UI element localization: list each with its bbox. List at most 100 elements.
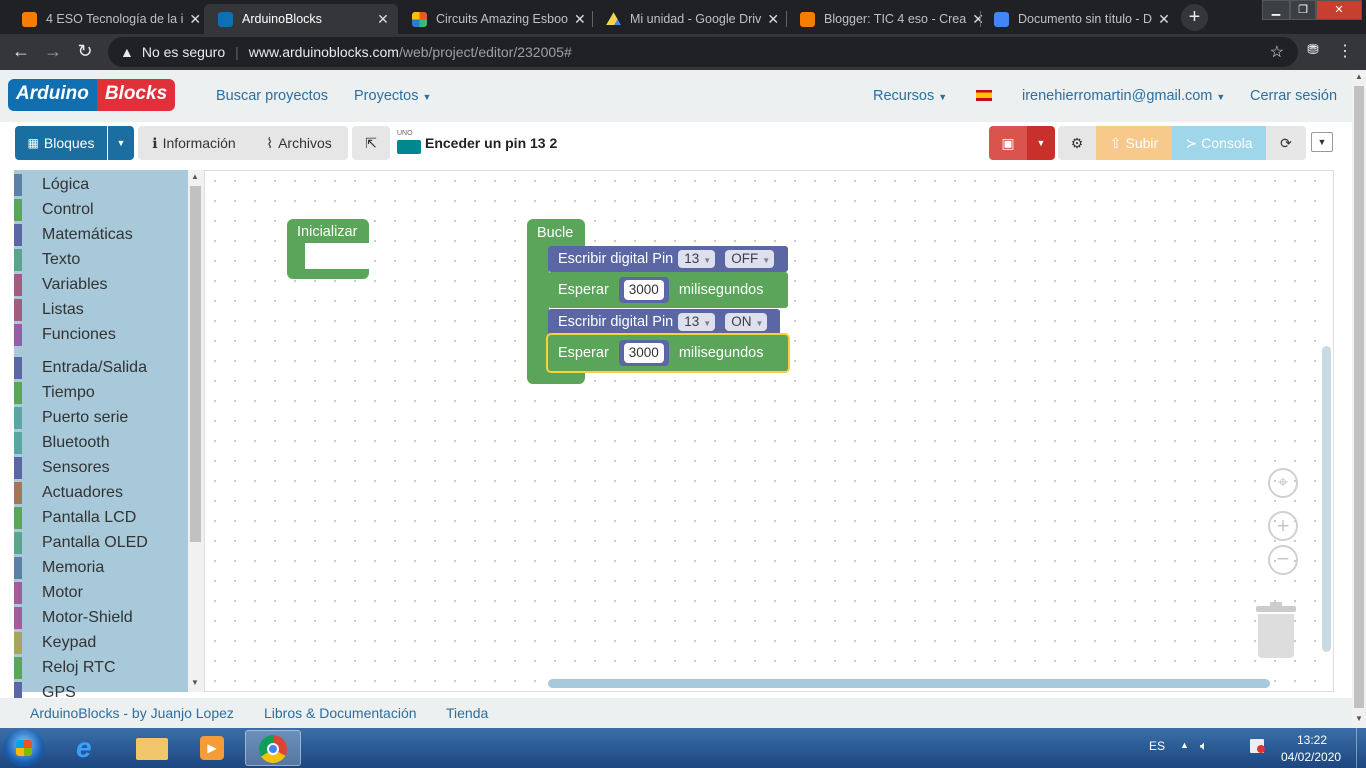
category-texto[interactable]: Texto [14,248,188,272]
spain-flag-icon[interactable] [976,90,992,101]
loop-block[interactable]: Bucle [527,219,587,384]
browser-tab-6[interactable]: Documento sin título - D ✕ [980,4,1174,34]
category-control[interactable]: Control [14,198,188,222]
scroll-down-arrow-icon[interactable]: ▼ [1355,714,1363,723]
browser-tab-1[interactable]: 4 ESO Tecnología de la i ✕ [8,4,204,34]
back-arrow-icon[interactable]: ← [12,41,30,61]
clock-date[interactable]: 04/02/2020 [1281,750,1342,764]
file-explorer-icon[interactable] [124,730,180,766]
category-entrada-salida[interactable]: Entrada/Salida [14,356,188,380]
project-name[interactable]: Enceder un pin 13 2 [425,135,558,151]
footer-shop-link[interactable]: Tienda [446,705,489,721]
pin-dropdown[interactable]: 13▼ [678,313,716,331]
page-scrollbar-thumb[interactable] [1354,86,1364,708]
category-motor-shield[interactable]: Motor-Shield [14,606,188,630]
category-variables[interactable]: Variables [14,273,188,297]
minimize-button[interactable]: ▁ [1262,0,1290,20]
workspace-vertical-scrollbar[interactable] [1322,346,1331,652]
category-gps[interactable]: GPS [14,681,188,705]
number-block[interactable]: 3000 [618,277,669,303]
category-reloj-rtc[interactable]: Reloj RTC [14,656,188,680]
files-button[interactable]: ⌇Archivos [250,126,348,160]
category-actuadores[interactable]: Actuadores [14,481,188,505]
close-icon[interactable]: ✕ [189,10,202,27]
recenter-target-icon[interactable]: ⌖ [1268,468,1298,498]
state-dropdown[interactable]: OFF▼ [725,250,775,268]
nav-search-projects[interactable]: Buscar proyectos [216,88,329,104]
scroll-up-arrow-icon[interactable]: ▲ [1355,72,1363,81]
start-orb-icon[interactable] [4,729,44,767]
save-dropdown-button[interactable]: ▼ [1027,126,1055,160]
category-logica[interactable]: Lógica [14,173,188,197]
media-player-icon[interactable]: ▶ [184,730,240,766]
save-button[interactable]: ▣ [989,126,1027,160]
footer-docs-link[interactable]: Libros & Documentación [264,705,417,721]
category-bluetooth[interactable]: Bluetooth [14,431,188,455]
settings-button[interactable]: ⚙ [1058,126,1096,160]
footer-credit-link[interactable]: ArduinoBlocks - by Juanjo Lopez [30,705,234,721]
trash-can-icon[interactable] [1256,602,1296,658]
number-block[interactable]: 3000 [618,340,669,366]
close-icon[interactable]: ✕ [767,10,780,27]
delay-value[interactable]: 3000 [623,280,664,300]
reload-icon[interactable]: ↻ [77,41,93,61]
share-button[interactable]: ⇱ [352,126,390,160]
menu-dots-icon[interactable]: ⋮ [1337,43,1353,60]
category-sensores[interactable]: Sensores [14,456,188,480]
security-label[interactable]: No es seguro [141,44,226,60]
zoom-in-icon[interactable]: + [1268,511,1298,541]
extension-icon[interactable]: ⛃ [1307,41,1319,57]
action-center-flag-icon[interactable] [1250,739,1265,753]
show-desktop-button[interactable] [1356,728,1366,768]
internet-explorer-icon[interactable]: e [62,730,118,766]
forward-arrow-icon[interactable]: → [44,41,62,61]
page-scrollbar[interactable]: ▲ ▼ [1352,70,1366,728]
arduinoblocks-logo[interactable]: Arduino Blocks [8,79,176,111]
browser-tab-4[interactable]: Mi unidad - Google Driv ✕ [592,4,786,34]
board-select-dropdown[interactable]: ▼ [1311,132,1333,152]
zoom-out-icon[interactable]: − [1268,545,1298,575]
browser-tab-3[interactable]: Circuits Amazing Esboo ✕ [398,4,592,34]
scroll-down-arrow-icon[interactable]: ▼ [191,678,199,687]
bookmark-star-icon[interactable]: ☆ [1269,44,1284,61]
pin-dropdown[interactable]: 13▼ [678,250,716,268]
browser-tab-5[interactable]: Blogger: TIC 4 eso - Crea ✕ [786,4,984,34]
category-pantalla-oled[interactable]: Pantalla OLED [14,531,188,555]
category-pantalla-lcd[interactable]: Pantalla LCD [14,506,188,530]
window-close-button[interactable]: ✕ [1316,0,1362,20]
close-icon[interactable]: ✕ [1158,10,1170,27]
address-bar[interactable]: ▲ No es seguro | www.arduinoblocks.com/w… [108,37,1298,67]
nav-projects[interactable]: Proyectos ▼ [354,88,431,104]
new-tab-button[interactable]: + [1181,4,1208,31]
close-icon[interactable]: ✕ [377,10,389,27]
upload-button[interactable]: ⇧Subir [1096,126,1172,160]
toolbox-scrollbar-thumb[interactable] [190,186,201,542]
show-hidden-icons-icon[interactable]: ▲ [1180,740,1189,750]
blocks-dropdown-button[interactable]: ▼ [108,126,134,160]
category-tiempo[interactable]: Tiempo [14,381,188,405]
nav-user[interactable]: irenehierromartin@gmail.com ▼ [1022,88,1225,104]
delay-block[interactable]: Esperar 3000 milisegundos [548,272,788,308]
category-motor[interactable]: Motor [14,581,188,605]
scroll-up-arrow-icon[interactable]: ▲ [191,172,199,181]
close-icon[interactable]: ✕ [574,10,586,27]
category-funciones[interactable]: Funciones [14,323,188,347]
workspace-horizontal-scrollbar[interactable] [548,679,1270,688]
digital-write-block[interactable]: Escribir digital Pin 13▼ OFF▼ [548,246,788,272]
delay-block-selected[interactable]: Esperar 3000 milisegundos [548,335,788,371]
blocks-button[interactable]: ▦Bloques [15,126,107,160]
delay-value[interactable]: 3000 [623,343,664,363]
volume-icon[interactable]: 🔈︎ [1200,738,1208,753]
nav-logout[interactable]: Cerrar sesión [1250,88,1338,104]
category-matematicas[interactable]: Matemáticas [14,223,188,247]
browser-tab-2[interactable]: ArduinoBlocks ✕ [204,4,398,34]
language-indicator[interactable]: ES [1149,739,1166,753]
maximize-button[interactable]: ❐ [1290,0,1316,20]
chrome-taskbar-button[interactable] [245,730,301,766]
category-keypad[interactable]: Keypad [14,631,188,655]
digital-write-block[interactable]: Escribir digital Pin 13▼ ON▼ [548,309,780,335]
clock-time[interactable]: 13:22 [1297,733,1328,747]
close-icon[interactable]: ✕ [972,10,984,27]
category-puerto-serie[interactable]: Puerto serie [14,406,188,430]
